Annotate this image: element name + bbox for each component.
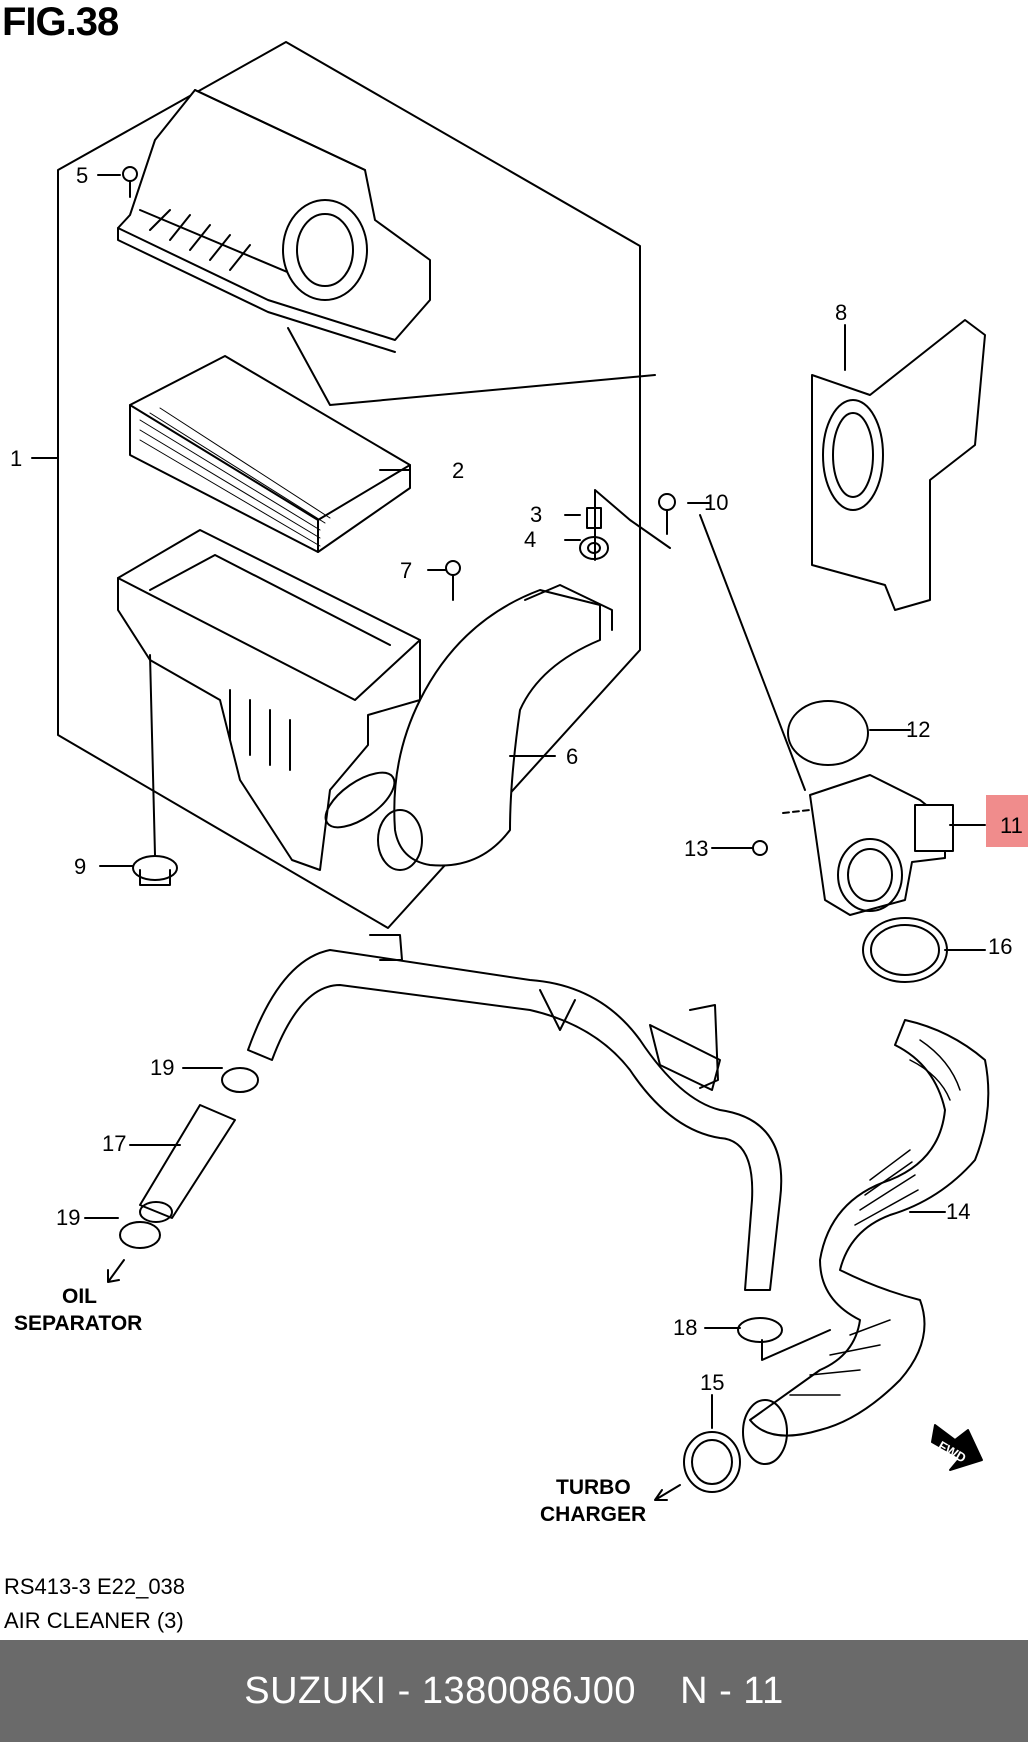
callout-11[interactable]: 11 — [1000, 813, 1023, 838]
clamp-19b — [119, 1221, 161, 1249]
bolt-7 — [445, 560, 461, 601]
callout-14[interactable]: 14 — [946, 1199, 970, 1224]
clamp-16 — [862, 917, 948, 983]
bolt-10 — [658, 493, 676, 535]
fwd-arrow — [931, 1424, 983, 1471]
callout-7[interactable]: 7 — [400, 558, 412, 583]
oil-separator-arrow — [107, 1259, 125, 1283]
leader-upper — [287, 327, 656, 406]
intake-hose-14 — [742, 1019, 990, 1465]
parts-diagram: 1 2 3 4 5 6 7 8 9 10 11 12 13 14 15 16 1… — [10, 41, 1028, 1526]
callout-1[interactable]: 1 — [10, 446, 22, 471]
callout-17[interactable]: 17 — [102, 1131, 126, 1156]
leader-10 — [699, 514, 806, 791]
breather-hose — [247, 934, 783, 1291]
callout-15[interactable]: 15 — [700, 1370, 724, 1395]
upper-case — [117, 89, 431, 353]
callout-11-highlight — [986, 795, 1028, 847]
bolt-5 — [122, 166, 138, 198]
filter-element — [129, 355, 411, 553]
callout-19a[interactable]: 19 — [150, 1055, 174, 1080]
clamp-15 — [683, 1431, 741, 1493]
maf-sensor — [782, 774, 954, 916]
bolt-13 — [732, 840, 768, 856]
callout-5[interactable]: 5 — [76, 163, 88, 188]
turbo-line1: TURBO — [556, 1476, 631, 1499]
callout-2[interactable]: 2 — [452, 458, 464, 483]
oil-separator-line1: OIL — [62, 1285, 97, 1308]
leader-9 — [149, 654, 156, 856]
turbo-line2: CHARGER — [540, 1503, 646, 1526]
callout-9[interactable]: 9 — [74, 854, 86, 879]
turbo-arrow — [654, 1484, 681, 1501]
footer-bar: SUZUKI - 1380086J00 N - 11 — [0, 1640, 1028, 1742]
callout-12[interactable]: 12 — [906, 717, 930, 742]
resonator — [811, 319, 986, 611]
lower-case — [117, 529, 421, 871]
callout-19b[interactable]: 19 — [56, 1205, 80, 1230]
callout-16[interactable]: 16 — [988, 934, 1012, 959]
callout-3[interactable]: 3 — [530, 502, 542, 527]
callout-10[interactable]: 10 — [704, 490, 728, 515]
callouts: 1 2 3 4 5 6 7 8 9 10 11 12 13 14 15 16 1… — [10, 163, 1023, 1395]
callout-18[interactable]: 18 — [673, 1315, 697, 1340]
footer-ref: N - 11 — [680, 1669, 784, 1712]
clamp-18 — [737, 1317, 783, 1343]
inlet-duct — [377, 584, 613, 871]
figure-name: AIR CLEANER (3) — [4, 1608, 184, 1633]
assembly-outline — [57, 41, 641, 929]
hose-17 — [139, 1104, 236, 1223]
callout-13[interactable]: 13 — [684, 836, 708, 861]
oil-separator-line2: SEPARATOR — [14, 1312, 142, 1335]
grommet-9 — [132, 855, 178, 886]
callout-8[interactable]: 8 — [835, 300, 847, 325]
figure-code: RS413-3 E22_038 — [4, 1574, 186, 1599]
footer-part-number: SUZUKI - 1380086J00 — [244, 1669, 637, 1712]
seal-ring — [787, 700, 869, 766]
callout-6[interactable]: 6 — [566, 744, 578, 769]
figure-title: FIG.38 — [2, 0, 119, 44]
clamp-19a — [221, 1067, 259, 1093]
callout-4[interactable]: 4 — [524, 527, 536, 552]
